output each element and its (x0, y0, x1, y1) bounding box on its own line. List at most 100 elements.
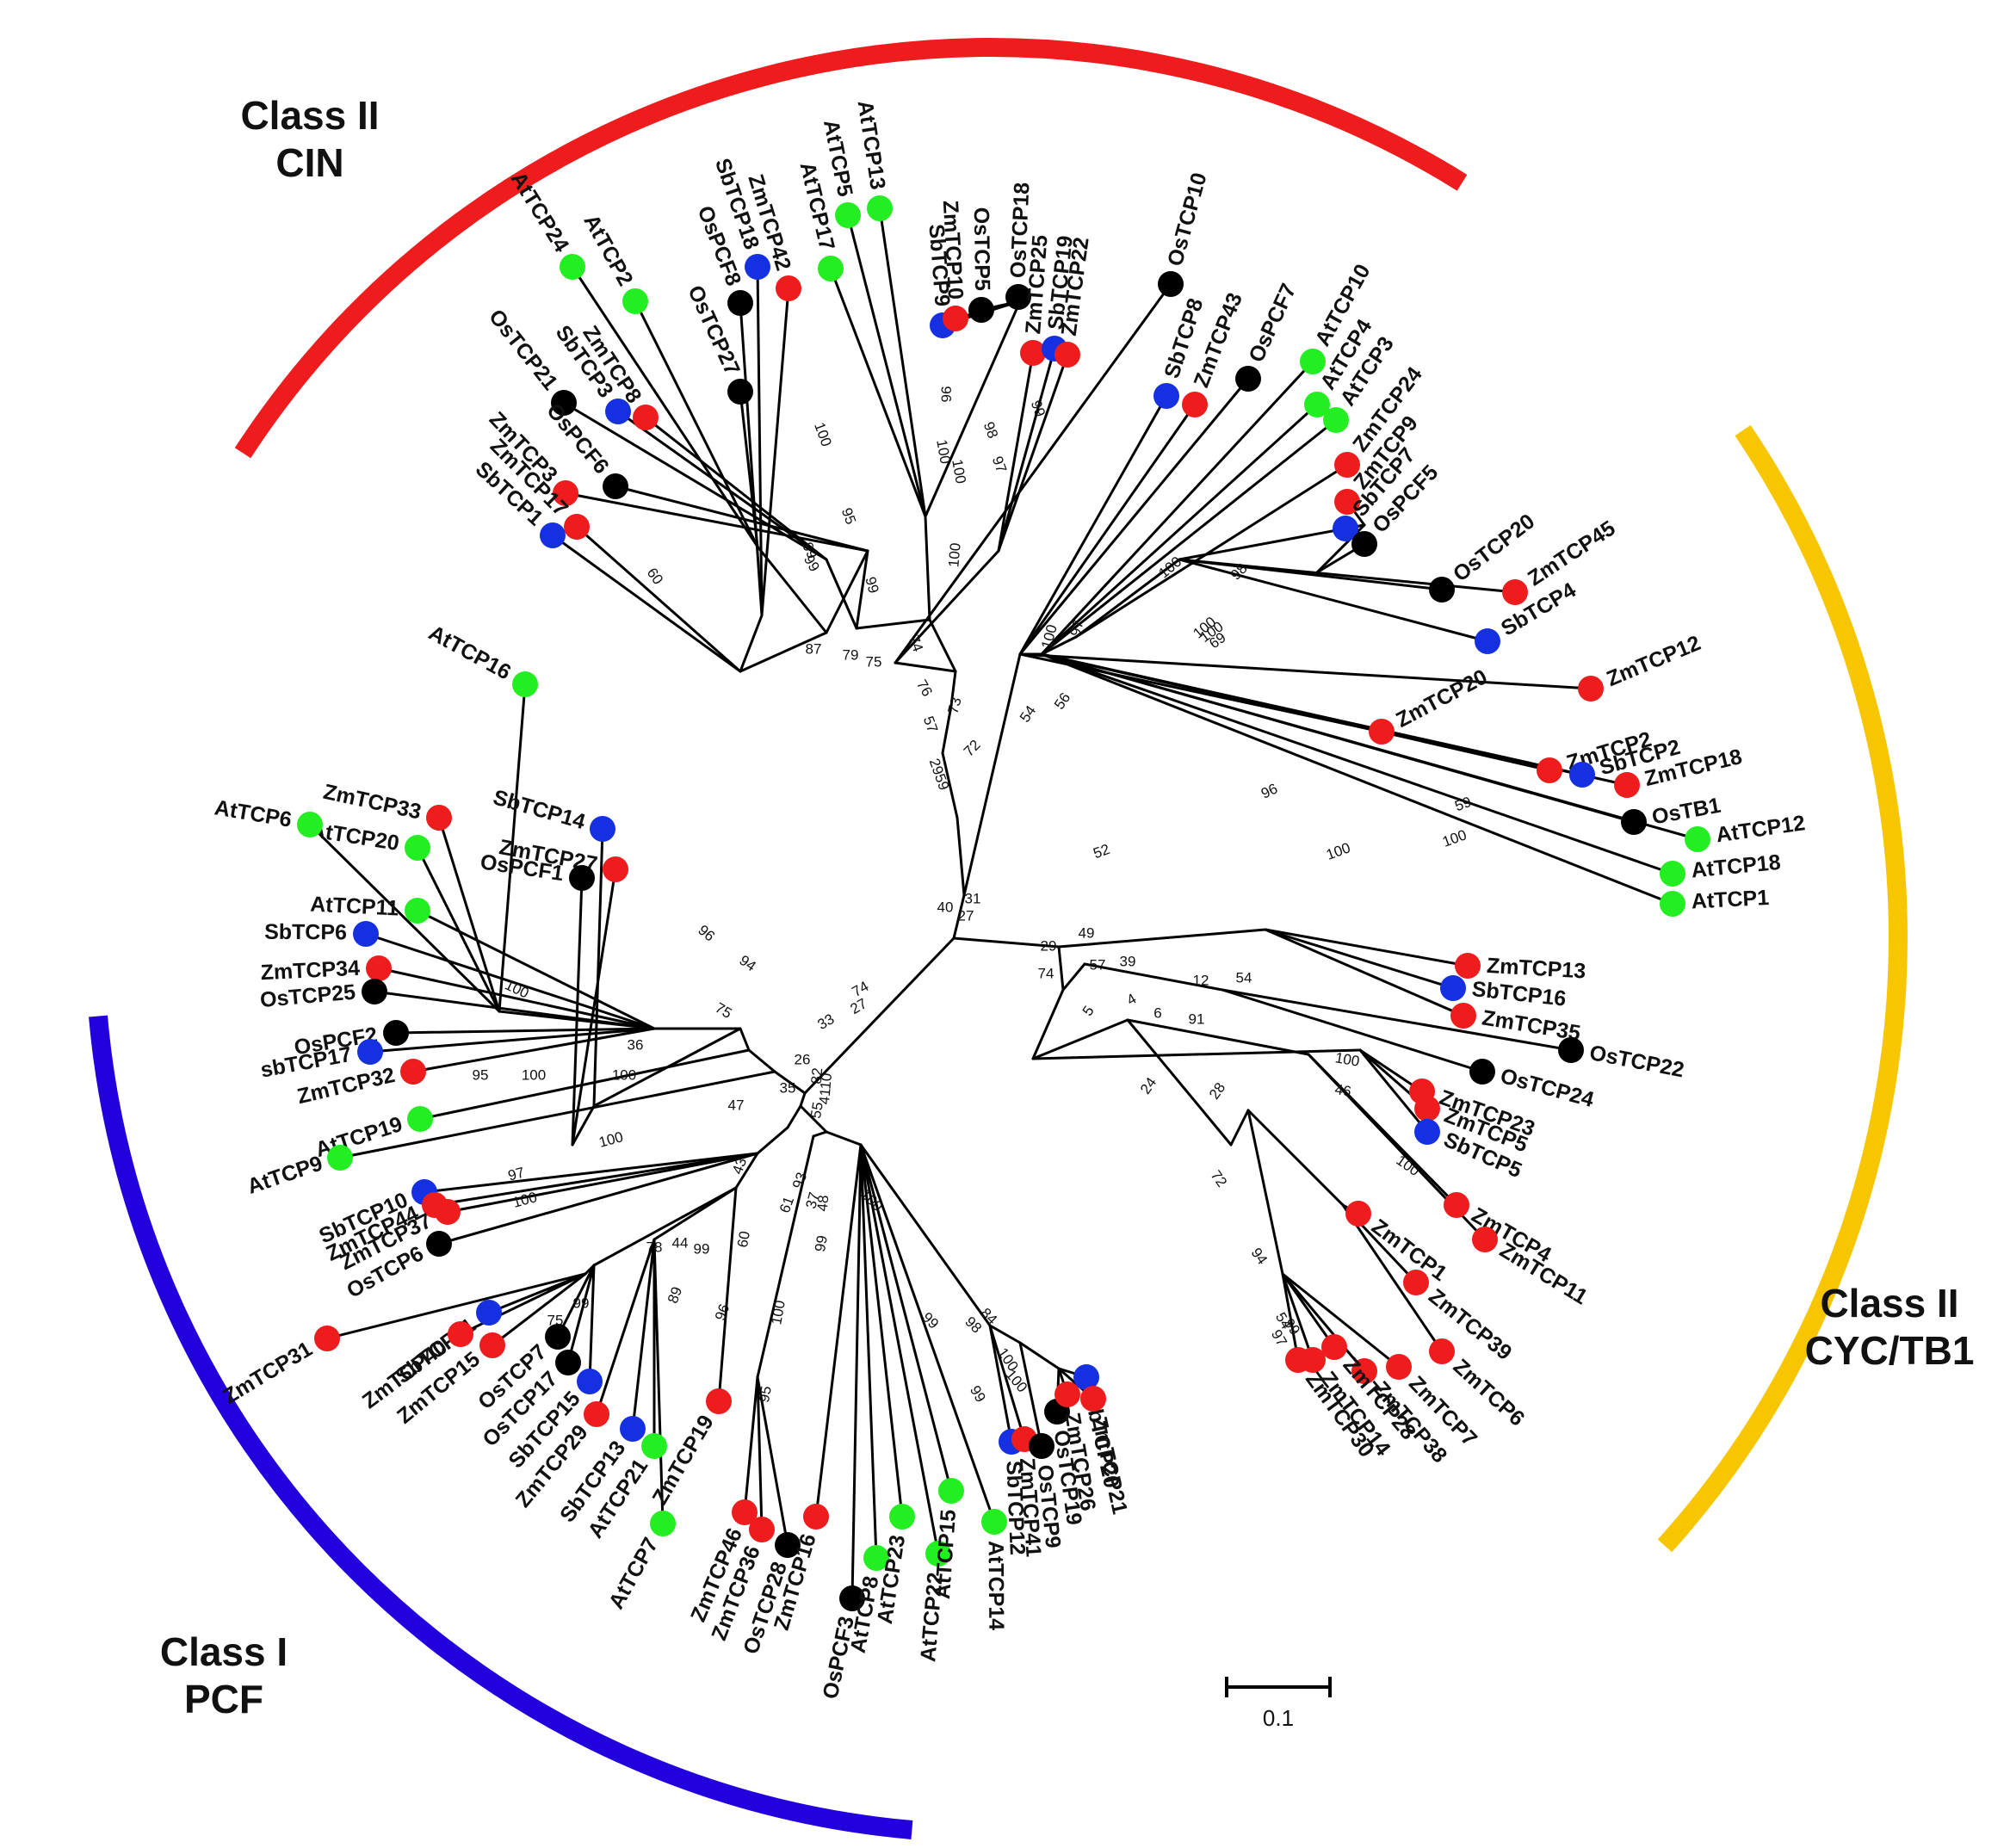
support-value: 29 (1041, 937, 1057, 954)
leaf-branch (846, 213, 927, 518)
leaf-marker (1469, 1059, 1495, 1085)
leaf-branch (1358, 1048, 1429, 1134)
internal-branch (1083, 962, 1224, 992)
support-value: 52 (1092, 841, 1112, 862)
leaf-branch (878, 207, 927, 518)
support-value: 54 (1236, 969, 1252, 986)
leaf-marker (405, 898, 430, 924)
leaf-branch (418, 1048, 751, 1121)
leaf-marker (1351, 1358, 1377, 1384)
leaf-marker (569, 865, 595, 891)
leaf-branch (988, 1324, 1013, 1443)
support-value: 97 (506, 1164, 526, 1184)
leaf-branch (368, 1027, 656, 1054)
leaf-marker (641, 1433, 667, 1459)
leaf-branch (437, 816, 501, 1013)
leaf-branch (308, 823, 501, 1013)
leaf-marker (889, 1504, 915, 1530)
leaf-label: OsTCP24 (1498, 1064, 1597, 1112)
leaf-marker (1153, 383, 1179, 409)
leaf-marker (1334, 489, 1360, 515)
leaf-branch (338, 1070, 776, 1159)
support-value: 93 (789, 1171, 810, 1191)
leaf-marker (1621, 809, 1647, 835)
leaf-marker (1020, 340, 1046, 366)
leaf-label: OsTCP5 (969, 207, 994, 292)
leaf-marker (1660, 861, 1685, 887)
leaf-marker (1158, 271, 1184, 297)
support-value: 60 (644, 565, 666, 587)
internal-branch (1031, 1018, 1129, 1060)
leaf-marker (603, 856, 628, 882)
internal-branch (952, 936, 1061, 949)
internal-branch (747, 1048, 776, 1073)
leaf-label: OsPCF7 (1244, 280, 1301, 366)
internal-branch (739, 614, 764, 673)
internal-branch (952, 893, 966, 940)
internal-branch (1074, 558, 1181, 639)
leaf-marker (553, 480, 578, 506)
internal-branch (812, 1130, 828, 1138)
leaf-label: OsTB1 (1650, 794, 1722, 830)
leaf-marker (1386, 1354, 1412, 1380)
leaf-label: OsTCP25 (259, 980, 356, 1013)
support-value: 100 (945, 542, 963, 568)
leaf-label: AtTCP13 (853, 99, 890, 191)
tree-branches (308, 207, 1699, 1600)
internal-branch (652, 1186, 738, 1241)
internal-branch (799, 1104, 828, 1134)
leaf-label: AtTCP24 (506, 168, 574, 256)
leaf-marker (603, 473, 628, 499)
internal-branch (894, 661, 957, 673)
support-value: 96 (938, 386, 955, 403)
leaf-branch (760, 287, 790, 617)
leaf-branch (459, 1272, 587, 1336)
internal-branch (949, 670, 957, 708)
internal-branch (825, 549, 869, 634)
leaf-branch (644, 416, 828, 561)
support-value: 61 (776, 1195, 797, 1215)
leaf-marker (1614, 772, 1640, 798)
leaf-marker (1685, 826, 1710, 852)
leaf-marker (1403, 1270, 1429, 1295)
leaf-label: ZmTCP31 (219, 1337, 316, 1409)
leaf-marker (938, 1478, 964, 1504)
support-value: 99 (573, 1295, 590, 1311)
support-value: 26 (795, 1051, 811, 1067)
class-pcf-line1: Class I (160, 1629, 288, 1674)
support-value: 96 (695, 922, 718, 945)
leaf-branch (1040, 652, 1699, 841)
support-value: 35 (780, 1079, 796, 1096)
support-value: 99 (918, 1309, 942, 1332)
leaf-marker (366, 955, 392, 981)
support-value: 72 (1208, 1167, 1230, 1190)
leaf-marker (555, 1350, 581, 1375)
leaf-branch (571, 868, 617, 1147)
support-value: 94 (736, 952, 758, 974)
internal-branch (734, 1152, 759, 1190)
internal-branch (803, 936, 956, 1095)
leaf-branch (1264, 928, 1465, 1017)
leaf-branch (1018, 394, 1168, 656)
leaf-branch (997, 353, 1069, 553)
leaf-branch (859, 1143, 953, 1493)
support-value: 40 (937, 899, 954, 915)
leaf-marker (1450, 1003, 1476, 1029)
leaf-branch (1040, 652, 1674, 875)
leaf-marker (383, 1020, 409, 1046)
internal-branch (928, 618, 957, 673)
class-cin-line2: CIN (275, 140, 343, 185)
internal-branch (855, 618, 931, 630)
support-value: 46 (1333, 1081, 1352, 1100)
leaf-branch (556, 1264, 596, 1338)
leaf-marker (943, 306, 968, 331)
support-value: 100 (811, 420, 835, 448)
internal-branch (988, 1324, 1022, 1344)
support-value: 96 (712, 1302, 733, 1323)
leaf-marker (479, 1332, 505, 1358)
internal-branch (941, 704, 953, 755)
leaf-branch (575, 525, 742, 673)
leaf-branch (1074, 463, 1349, 639)
class-label-cin: Class II CIN (240, 93, 379, 185)
